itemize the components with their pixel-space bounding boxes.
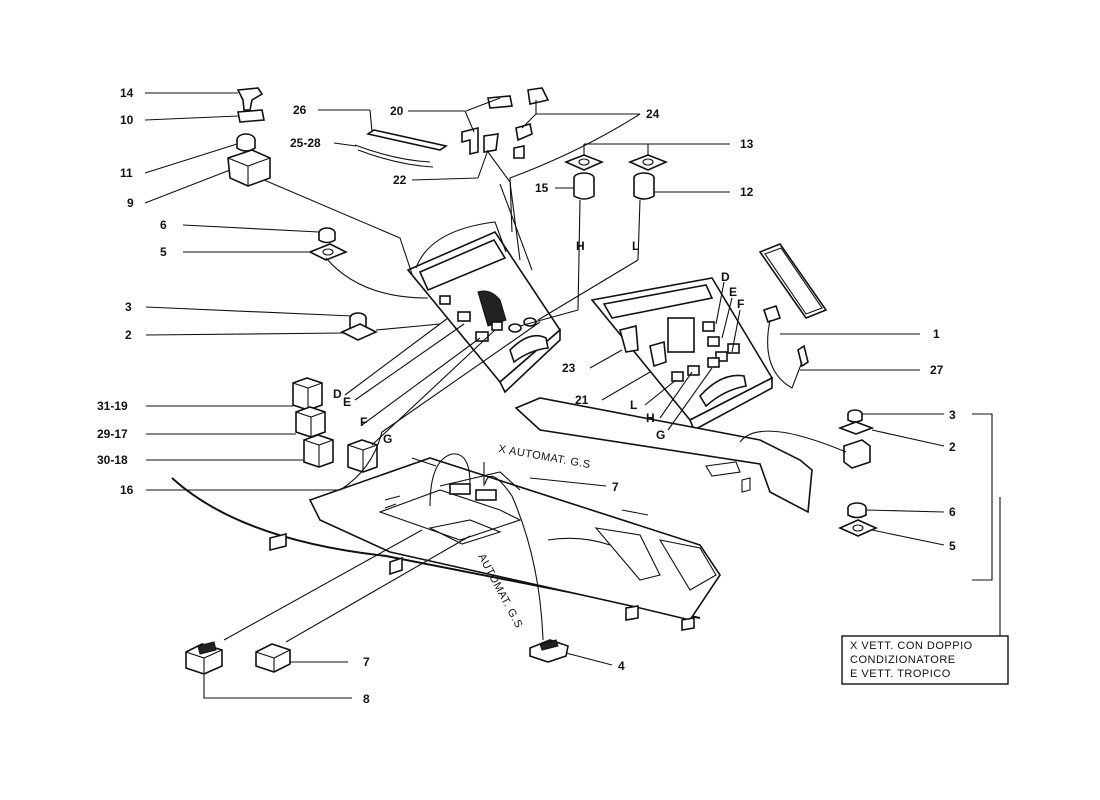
annotation-automat-top: X AUTOMAT. G.S [497, 443, 591, 471]
leader-lines [144, 92, 1001, 699]
callout-H-right: H [646, 411, 655, 425]
callout-2: 2 [125, 328, 132, 342]
callout-27: 27 [930, 363, 944, 377]
callout-14: 14 [120, 86, 134, 100]
callout-31-19: 31-19 [97, 399, 128, 413]
callout-25-28: 25-28 [290, 136, 321, 150]
note-line-2: CONDIZIONATORE [850, 654, 956, 666]
callout-6-right: 6 [949, 505, 956, 519]
callout-7-top: 7 [612, 480, 619, 494]
callout-10: 10 [120, 113, 134, 127]
callout-G-left: G [383, 432, 392, 446]
callout-F-right: F [737, 297, 744, 311]
callout-3-right: 3 [949, 408, 956, 422]
callout-12: 12 [740, 185, 754, 199]
note-line-1: X VETT. CON DOPPIO [850, 640, 973, 652]
callout-15: 15 [535, 181, 549, 195]
part-drawings [171, 87, 878, 675]
callout-5-right: 5 [949, 539, 956, 553]
callout-11: 11 [120, 166, 133, 180]
callout-16: 16 [120, 483, 134, 497]
callout-24: 24 [646, 107, 660, 121]
callout-6: 6 [160, 218, 167, 232]
callout-L-top: L [632, 239, 639, 253]
callout-7-bottom: 7 [363, 655, 370, 669]
callout-8: 8 [363, 692, 370, 706]
callout-D-right: D [721, 270, 730, 284]
callout-3: 3 [125, 300, 132, 314]
callout-1: 1 [933, 327, 940, 341]
callout-F-left: F [360, 415, 367, 429]
callout-H-top: H [576, 239, 585, 253]
callout-labels: 14 10 11 9 6 5 3 2 31-19 29-17 30-18 16 … [97, 86, 956, 706]
callout-9: 9 [127, 196, 134, 210]
callout-13: 13 [740, 137, 754, 151]
callout-D-left: D [333, 387, 342, 401]
callout-L-right: L [630, 398, 637, 412]
note-line-3: E VETT. TROPICO [850, 668, 951, 680]
callout-26: 26 [293, 103, 307, 117]
callout-30-18: 30-18 [97, 453, 128, 467]
callout-22: 22 [393, 173, 407, 187]
callout-29-17: 29-17 [97, 427, 128, 441]
callout-G-right: G [656, 428, 665, 442]
callout-E-right: E [729, 285, 737, 299]
callout-21: 21 [575, 393, 589, 407]
callout-E-left: E [343, 395, 351, 409]
callout-20: 20 [390, 104, 404, 118]
callout-2-right: 2 [949, 440, 956, 454]
callout-4: 4 [618, 659, 625, 673]
note-box: X VETT. CON DOPPIO CONDIZIONATORE E VETT… [841, 635, 1009, 685]
callout-23: 23 [562, 361, 576, 375]
callout-5: 5 [160, 245, 167, 259]
